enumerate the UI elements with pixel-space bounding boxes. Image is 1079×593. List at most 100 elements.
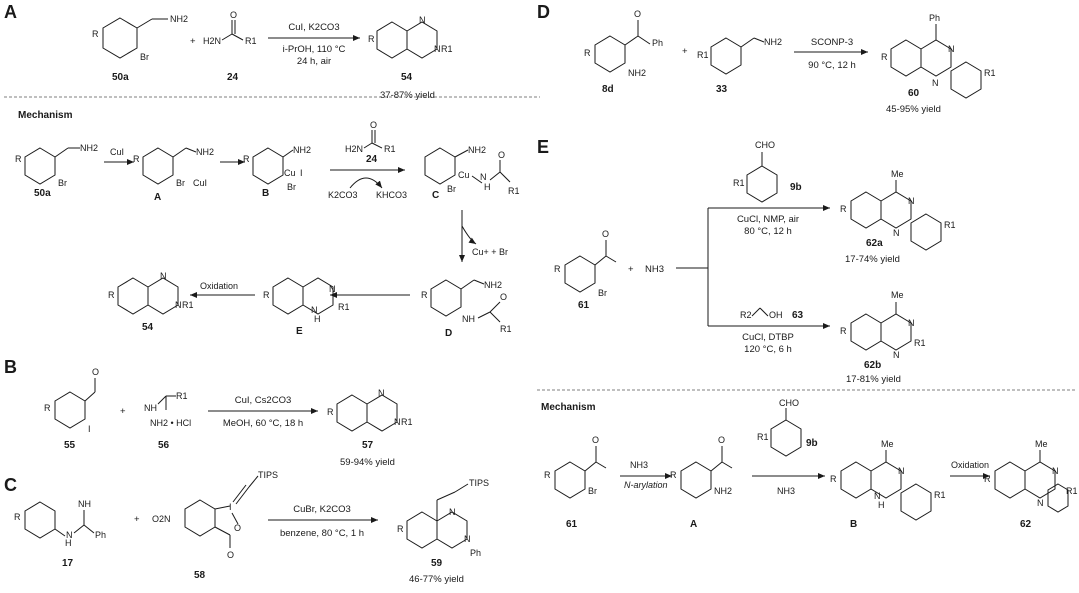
svg-text:N: N: [1037, 498, 1044, 508]
svg-text:Br: Br: [447, 184, 456, 194]
svg-text:O: O: [592, 435, 599, 445]
svg-text:K2CO3: K2CO3: [328, 190, 358, 200]
conditions-e-upper-2: 80 °C, 12 h: [744, 226, 792, 237]
svg-text:NH2 • HCl: NH2 • HCl: [150, 418, 191, 428]
svg-text:+: +: [120, 406, 126, 417]
svg-text:Me: Me: [891, 169, 904, 179]
svg-text:N: N: [378, 388, 385, 398]
structure-58: I TIPS O O O2N 58: [152, 470, 278, 581]
svg-text:+: +: [628, 264, 634, 275]
svg-text:R1: R1: [500, 324, 512, 334]
conditions-a-3: 24 h, air: [297, 56, 331, 67]
svg-text:N: N: [449, 507, 456, 517]
label-mech-d: D: [445, 328, 452, 339]
mech-61: O Br R 61: [544, 435, 607, 530]
label-mech-9b: 9b: [806, 438, 818, 449]
svg-text:Cu: Cu: [284, 168, 296, 178]
svg-text:N-arylation: N-arylation: [624, 480, 668, 490]
label-17: 17: [62, 558, 74, 569]
svg-text:H2N: H2N: [345, 144, 363, 154]
conditions-e-lower-2: 120 °C, 6 h: [744, 344, 792, 355]
conditions-b-1: CuI, Cs2CO3: [235, 395, 292, 406]
svg-text:R1: R1: [757, 432, 769, 442]
svg-text:R: R: [263, 290, 270, 300]
svg-text:Ph: Ph: [95, 530, 106, 540]
svg-text:H: H: [314, 314, 321, 324]
panel-b: B O I R 55 + NH R1 NH2 • HCl 56 CuI, Cs2…: [4, 357, 413, 468]
svg-text:N: N: [908, 196, 915, 206]
label-mech-e-b: B: [850, 519, 857, 530]
structure-57: N N R1 R 57 59-94% yield: [327, 388, 413, 468]
panel-letter-a: A: [4, 2, 17, 22]
mechanism-title-a: Mechanism: [18, 110, 73, 121]
svg-text:R: R: [544, 470, 551, 480]
svg-text:N: N: [1052, 466, 1059, 476]
label-62b: 62b: [864, 360, 881, 371]
label-54: 54: [401, 72, 413, 83]
svg-text:OH: OH: [769, 310, 783, 320]
panel-a: A NH2 Br R 50a + H2N O R1 24 CuI, K2CO3 …: [4, 2, 540, 339]
structure-24: H2N O R1 24: [203, 10, 257, 83]
conditions-e-lower-1: CuCl, DTBP: [742, 332, 794, 343]
svg-text:O: O: [370, 120, 377, 130]
svg-text:NH: NH: [78, 499, 91, 509]
structure-62b: Me N N R1 R 62b 17-81% yield: [840, 290, 926, 385]
svg-text:N: N: [175, 300, 182, 310]
svg-text:Br: Br: [176, 178, 185, 188]
svg-text:NH3: NH3: [777, 486, 795, 496]
svg-text:O: O: [718, 435, 725, 445]
svg-text:N: N: [908, 318, 915, 328]
svg-text:R1: R1: [1066, 486, 1078, 496]
svg-text:R: R: [881, 52, 888, 62]
structure-62a: Me N N R1 R 62a 17-74% yield: [840, 169, 956, 265]
r1-label: R1: [441, 44, 453, 54]
svg-text:R: R: [243, 154, 250, 164]
conditions-d-1: SCONP-3: [811, 37, 853, 48]
svg-text:N: N: [893, 350, 900, 360]
yield-d: 45-95% yield: [886, 104, 941, 115]
svg-text:I: I: [229, 502, 232, 512]
svg-text:CHO: CHO: [779, 398, 799, 408]
svg-text:Ph: Ph: [929, 13, 940, 23]
o-label: O: [230, 10, 237, 20]
svg-text:R: R: [840, 326, 847, 336]
svg-text:NH3: NH3: [630, 460, 648, 470]
panel-e: E O Br R 61 + NH3 CHO R1 9b CuCl, NMP, a…: [537, 137, 1078, 530]
svg-text:NH2: NH2: [628, 68, 646, 78]
structure-17: H N NH Ph R 17: [14, 499, 106, 569]
svg-text:NH2: NH2: [484, 280, 502, 290]
svg-text:N: N: [898, 466, 905, 476]
mech-c: NH2 Cu H N O R1 Br C: [424, 145, 520, 201]
svg-text:Me: Me: [891, 290, 904, 300]
svg-text:+: +: [134, 514, 140, 525]
svg-text:R: R: [670, 470, 677, 480]
structure-59: TIPS N N Ph R 59 46-77% yield: [397, 478, 489, 585]
yield-e-lower: 17-81% yield: [846, 374, 901, 385]
svg-text:Br: Br: [588, 486, 597, 496]
svg-text:O: O: [500, 292, 507, 302]
mech-d: NH2 NH O R1 R D: [421, 279, 512, 339]
conditions-c-1: CuBr, K2CO3: [293, 504, 351, 515]
svg-text:N: N: [311, 305, 318, 315]
svg-text:Br: Br: [58, 178, 67, 188]
svg-text:R: R: [44, 403, 51, 413]
svg-text:O2N: O2N: [152, 514, 171, 524]
svg-text:H: H: [878, 500, 885, 510]
svg-text:O: O: [92, 367, 99, 377]
r-label: R: [368, 34, 375, 44]
label-mech-b: B: [262, 188, 269, 199]
label-mech-24: 24: [366, 154, 378, 165]
conditions-a-1: CuI, K2CO3: [288, 22, 339, 33]
svg-text:H: H: [65, 538, 72, 548]
svg-text:Oxidation: Oxidation: [951, 460, 989, 470]
label-59: 59: [431, 558, 443, 569]
svg-text:N: N: [932, 78, 939, 88]
svg-text:R1: R1: [733, 178, 745, 188]
conditions-a-2: i-PrOH, 110 °C: [283, 44, 346, 55]
svg-text:R: R: [840, 204, 847, 214]
svg-text:N: N: [874, 491, 881, 501]
structure-60: Ph N N R1 R 60 45-95% yield: [881, 13, 996, 115]
svg-text:CuI: CuI: [110, 147, 124, 157]
svg-text:TIPS: TIPS: [258, 470, 278, 480]
structure-63: R2 OH 63: [740, 307, 804, 321]
